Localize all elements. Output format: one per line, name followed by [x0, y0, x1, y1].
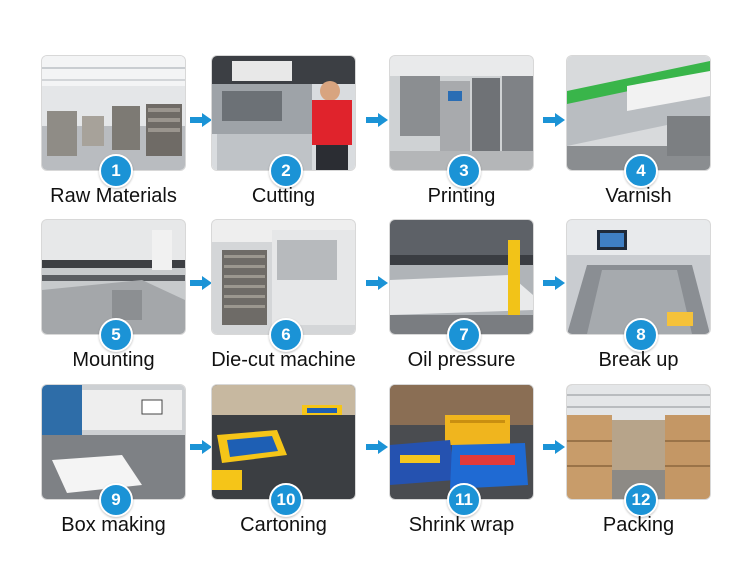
raw-materials-photo — [42, 56, 185, 170]
box-making-photo — [42, 385, 185, 499]
step-label: Raw Materials — [50, 185, 177, 207]
arrow-right-icon — [366, 440, 388, 454]
arrow-right-icon — [366, 276, 388, 290]
step-label: Printing — [427, 185, 496, 207]
step-number-badge: 7 — [447, 318, 481, 352]
step-label: Packing — [602, 514, 675, 536]
step-number-badge: 12 — [624, 483, 658, 517]
step-label: Die-cut machine — [211, 349, 356, 371]
step-number-badge: 3 — [447, 154, 481, 188]
arrow-right-icon — [190, 276, 212, 290]
step-label: Cartoning — [240, 514, 327, 536]
step-number-badge: 8 — [624, 318, 658, 352]
arrow-right-icon — [543, 440, 565, 454]
cartoning-photo — [212, 385, 355, 499]
arrow-right-icon — [190, 440, 212, 454]
break-up-photo — [567, 220, 710, 334]
step-label: Shrink wrap — [408, 514, 515, 536]
arrow-right-icon — [543, 113, 565, 127]
arrow-right-icon — [190, 113, 212, 127]
step-label: Box making — [61, 514, 166, 536]
step-label: Mounting — [72, 349, 155, 371]
die-cut-machine-photo — [212, 220, 355, 334]
arrow-right-icon — [366, 113, 388, 127]
oil-pressure-photo — [390, 220, 533, 334]
step-number-badge: 9 — [99, 483, 133, 517]
step-number-badge: 6 — [269, 318, 303, 352]
arrow-right-icon — [543, 276, 565, 290]
step-label: Cutting — [251, 185, 316, 207]
packing-photo — [567, 385, 710, 499]
step-label: Varnish — [605, 185, 672, 207]
mounting-photo — [42, 220, 185, 334]
step-number-badge: 5 — [99, 318, 133, 352]
printing-photo — [390, 56, 533, 170]
cutting-photo — [212, 56, 355, 170]
step-number-badge: 10 — [269, 483, 303, 517]
step-number-badge: 2 — [269, 154, 303, 188]
shrink-wrap-photo — [390, 385, 533, 499]
step-number-badge: 11 — [447, 483, 481, 517]
step-label: Break up — [598, 349, 679, 371]
step-number-badge: 4 — [624, 154, 658, 188]
step-number-badge: 1 — [99, 154, 133, 188]
step-label: Oil pressure — [407, 349, 516, 371]
varnish-photo — [567, 56, 710, 170]
